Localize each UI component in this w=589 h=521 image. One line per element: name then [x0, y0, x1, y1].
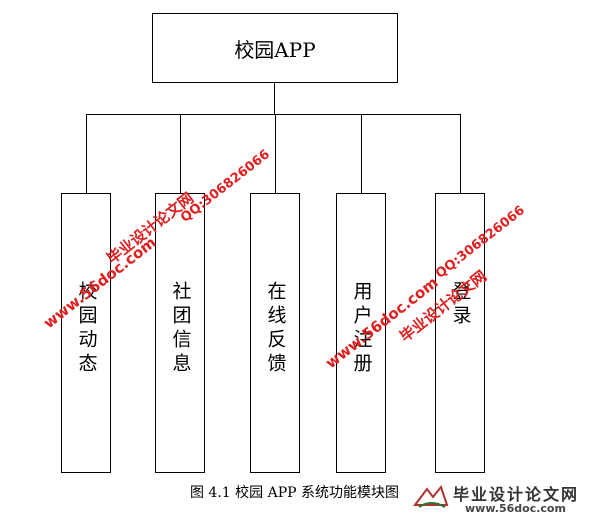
module-node-login: 登录 — [435, 193, 485, 473]
root-node-label: 校园APP — [234, 37, 316, 62]
module-label: 在线反馈 — [264, 281, 287, 377]
module-node-club-info: 社团信息 — [155, 193, 205, 473]
connector-branch-2 — [180, 114, 181, 193]
connector-branch-4 — [361, 114, 362, 193]
module-node-online-feedback: 在线反馈 — [250, 193, 300, 473]
module-node-campus-news: 校园动态 — [61, 193, 111, 473]
connector-branch-3 — [275, 114, 276, 193]
figure-caption: 图 4.1 校园 APP 系统功能模块图 — [189, 485, 399, 501]
logo-mark-icon — [413, 484, 449, 508]
logo-url: www.56doc.com — [465, 502, 566, 515]
connector-horizontal-bus — [86, 114, 461, 115]
connector-root-vertical — [274, 83, 275, 114]
connector-branch-1 — [86, 114, 87, 193]
module-label: 社团信息 — [169, 281, 192, 377]
connector-branch-5 — [460, 114, 461, 193]
root-node: 校园APP — [152, 13, 398, 83]
module-label: 用户注册 — [350, 281, 373, 377]
module-node-user-register: 用户注册 — [336, 193, 386, 473]
logo-name: 毕业设计论文网 — [453, 485, 580, 504]
module-label: 校园动态 — [75, 281, 98, 377]
module-label: 登录 — [449, 281, 472, 329]
site-logo: 毕业设计论文网 www.56doc.com — [413, 481, 583, 517]
